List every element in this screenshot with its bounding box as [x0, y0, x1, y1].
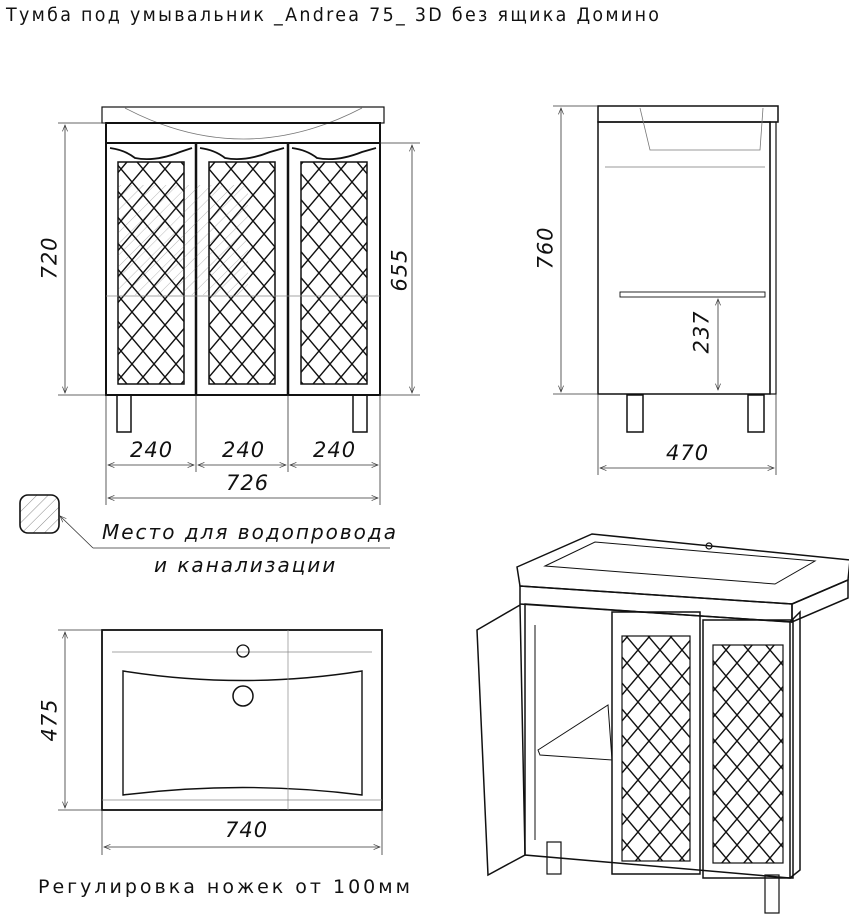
door-width-2: 240: [222, 438, 266, 462]
legend-line-1: Место для водопровода: [102, 520, 399, 544]
side-height-dimension: 760: [533, 226, 558, 270]
isometric-view: [476, 533, 849, 914]
shelf-height-dimension: 237: [689, 310, 714, 354]
top-depth-dimension: 475: [37, 698, 62, 742]
side-view: [597, 105, 779, 433]
top-width-dimension: 740: [225, 818, 269, 842]
front-height-dimension: 720: [37, 236, 62, 280]
front-view: [101, 106, 385, 433]
side-depth-dimension: 470: [666, 441, 710, 465]
legend-line-2: и канализации: [154, 553, 338, 577]
door-width-1: 240: [130, 438, 174, 462]
drawing-title: Тумба под умывальник _Andrea 75_ 3D без …: [6, 4, 662, 26]
top-view: [101, 629, 383, 811]
front-width-dimension: 726: [226, 471, 270, 495]
door-width-3: 240: [313, 438, 357, 462]
front-door-height-dimension: 655: [387, 248, 412, 292]
legs-adjustment-note: Регулировка ножек от 100мм: [38, 876, 413, 898]
legend-symbol: [19, 494, 390, 549]
